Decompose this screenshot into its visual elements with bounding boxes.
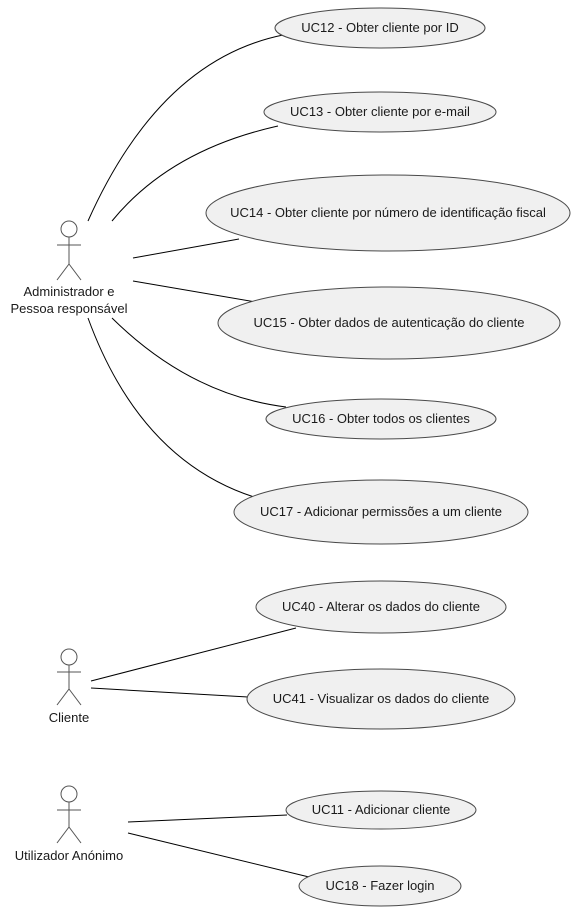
stick-figure-icon [56, 220, 82, 281]
associations [87, 34, 310, 878]
assoc-admin-uc13 [111, 125, 279, 222]
assoc-admin-uc16 [111, 317, 287, 408]
stick-figure-icon [56, 785, 82, 844]
assoc-cliente-uc40 [90, 627, 297, 682]
assoc-cliente-uc41 [90, 687, 249, 698]
assoc-admin-uc14 [132, 238, 240, 259]
actor-cliente[interactable]: Cliente [49, 648, 89, 725]
actor-anon[interactable]: Utilizador Anónimo [15, 785, 123, 863]
use-case-uc14[interactable]: UC14 - Obter cliente por número de ident… [205, 174, 571, 252]
use-case-uc16[interactable]: UC16 - Obter todos os clientes [265, 398, 497, 440]
use-case-uc11[interactable]: UC11 - Adicionar cliente [285, 790, 477, 830]
assoc-anon-uc18 [127, 832, 310, 878]
assoc-admin-uc12 [87, 34, 284, 222]
assoc-admin-uc15 [132, 280, 257, 303]
use-case-label: UC12 - Obter cliente por ID [301, 20, 459, 35]
stick-figure-icon [56, 648, 82, 706]
use-case-label: UC15 - Obter dados de autenticação do cl… [253, 315, 524, 330]
actor-label-line: Utilizador Anónimo [15, 848, 123, 863]
use-case-uc15[interactable]: UC15 - Obter dados de autenticação do cl… [217, 286, 561, 360]
use-case-uc18[interactable]: UC18 - Fazer login [298, 865, 462, 907]
assoc-admin-uc17 [87, 317, 255, 498]
use-case-label: UC18 - Fazer login [325, 878, 434, 893]
actor-label-line: Pessoa responsável [10, 301, 127, 316]
actor-label-line: Administrador e [23, 284, 114, 299]
actor-admin[interactable]: Administrador e Pessoa responsável [10, 220, 128, 316]
use-case-uc41[interactable]: UC41 - Visualizar os dados do cliente [246, 668, 516, 730]
use-case-label: UC16 - Obter todos os clientes [292, 411, 470, 426]
assoc-anon-uc11 [127, 814, 288, 823]
use-case-uc13[interactable]: UC13 - Obter cliente por e-mail [263, 91, 497, 133]
actor-label-line: Cliente [49, 710, 89, 725]
use-case-label: UC11 - Adicionar cliente [312, 802, 451, 817]
use-case-uc17[interactable]: UC17 - Adicionar permissões a um cliente [233, 479, 529, 545]
use-case-label: UC14 - Obter cliente por número de ident… [230, 205, 546, 220]
use-case-uc12[interactable]: UC12 - Obter cliente por ID [274, 7, 486, 49]
use-case-label: UC41 - Visualizar os dados do cliente [273, 691, 490, 706]
use-case-label: UC40 - Alterar os dados do cliente [282, 599, 480, 614]
use-case-uc40[interactable]: UC40 - Alterar os dados do cliente [255, 580, 507, 634]
use-case-label: UC13 - Obter cliente por e-mail [290, 104, 470, 119]
use-case-label: UC17 - Adicionar permissões a um cliente [260, 504, 502, 519]
